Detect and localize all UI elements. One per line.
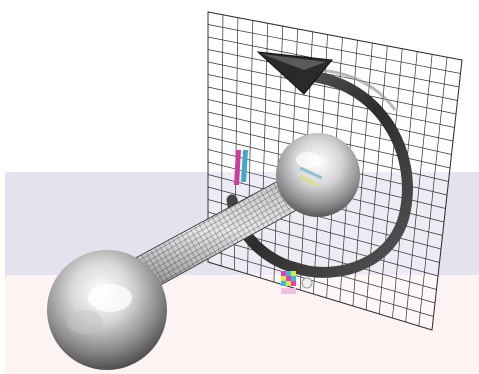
grid-line-horizontal — [207, 261, 433, 331]
sphere-small-icon — [276, 133, 360, 217]
grid-line-horizontal — [207, 99, 452, 155]
connecting-rod-icon — [127, 167, 323, 293]
grid-line-horizontal — [207, 186, 442, 250]
grid-line-horizontal — [207, 11, 463, 61]
grid-line-horizontal — [207, 24, 461, 74]
sphere-large-icon — [47, 250, 167, 370]
grid-line-horizontal — [207, 74, 455, 128]
grid-line-horizontal — [207, 86, 454, 142]
grid-line-horizontal — [207, 36, 460, 88]
render-artifact-icon — [281, 271, 313, 294]
grid-line-horizontal — [207, 249, 434, 317]
grid-line-horizontal — [207, 49, 458, 101]
rotation-arrow-icon — [226, 51, 413, 278]
grid-line-horizontal — [207, 61, 457, 115]
